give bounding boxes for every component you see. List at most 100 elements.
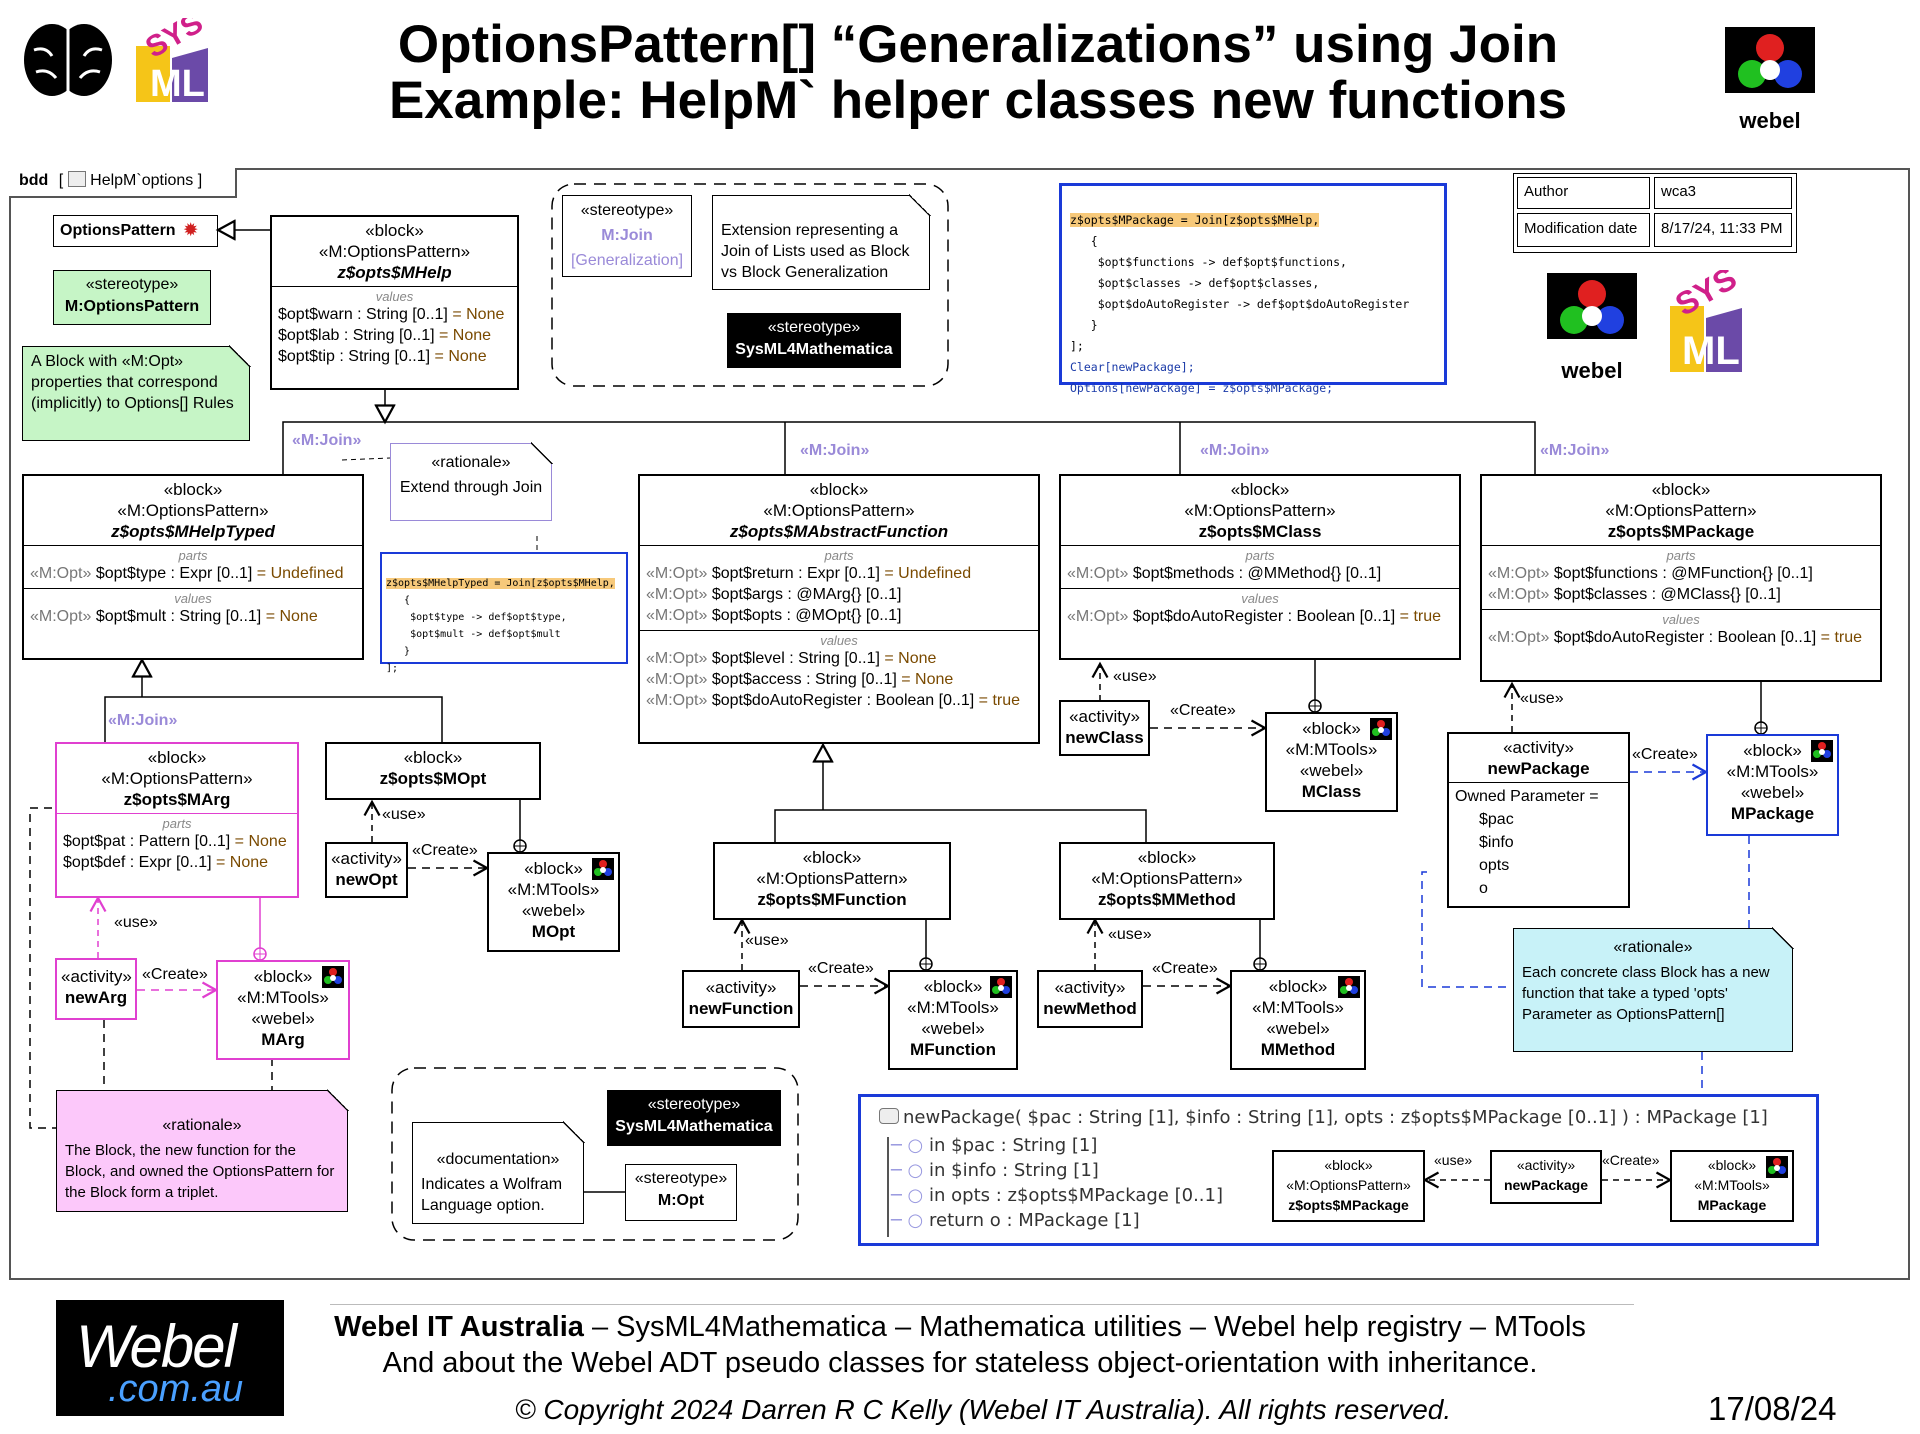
- prop-default: = None: [265, 608, 318, 625]
- signature-panel[interactable]: newPackage( $pac : String [1], $info : S…: [858, 1094, 1819, 1246]
- mini-activity-newpackage[interactable]: «activity»newPackage: [1490, 1150, 1602, 1204]
- block-mabstractfunction[interactable]: «block»«M:OptionsPattern»z$opts$MAbstrac…: [638, 474, 1040, 744]
- block-stereo2: «M:MTools»: [1694, 1177, 1770, 1193]
- stereotype-name: M:OptionsPattern: [64, 298, 200, 315]
- rationale-join[interactable]: «rationale» Extend through Join: [390, 442, 553, 521]
- block-mpackage[interactable]: «block»«M:OptionsPattern»z$opts$MPackage…: [1480, 474, 1882, 682]
- prop-name: $opt$doAutoRegister: [1132, 608, 1284, 625]
- block-stereo3: «webel»: [1740, 783, 1805, 802]
- activity-newmethod[interactable]: «activity»newMethod: [1037, 970, 1143, 1028]
- opt-kw: «M:Opt»: [646, 586, 712, 603]
- create-label: «Create»: [1170, 702, 1236, 719]
- code-line: }: [1070, 318, 1098, 332]
- opt-kw: «M:Opt»: [30, 608, 96, 625]
- code-line: z$opts$MHelpTyped = Join[z$opts$MHelp,: [386, 578, 615, 589]
- block-stereo2: «M:OptionsPattern»: [318, 242, 471, 261]
- mtools-mclass[interactable]: «block»«M:MTools»«webel»MClass: [1265, 712, 1398, 812]
- code-line: $opt$classes -> def$opt$classes,: [1070, 276, 1320, 290]
- legend-kw: «stereotype»: [767, 319, 861, 336]
- webel-com-logo[interactable]: Webel .com.au: [56, 1300, 284, 1416]
- footer-company: Webel IT Australia: [334, 1311, 584, 1343]
- optionspattern-node[interactable]: OptionsPattern ✹: [53, 215, 218, 247]
- prop-type: : Pattern [0..1]: [125, 833, 235, 850]
- mini-block-mpackage[interactable]: «block»«M:OptionsPattern»z$opts$MPackage: [1272, 1150, 1425, 1222]
- activity-newclass[interactable]: «activity»newClass: [1059, 700, 1150, 756]
- activity-newfunction[interactable]: «activity»newFunction: [682, 970, 800, 1028]
- block-mfunction[interactable]: «block»«M:OptionsPattern»z$opts$MFunctio…: [713, 842, 951, 920]
- value-row: «M:Opt» $opt$level : String [0..1] = Non…: [646, 648, 1032, 669]
- opt-kw: «M:Opt»: [1488, 565, 1554, 582]
- code-mhelptyped[interactable]: z$opts$MHelpTyped = Join[z$opts$MHelp, {…: [380, 552, 628, 674]
- optionspattern-label: OptionsPattern: [60, 222, 176, 239]
- block-name: z$opts$MOpt: [379, 769, 487, 788]
- note-block-opt[interactable]: A Block with «M:Opt» properties that cor…: [22, 345, 251, 441]
- block-stereo2: «M:OptionsPattern»: [1286, 1177, 1411, 1193]
- block-stereo: «block»: [809, 480, 869, 499]
- block-stereo2: «M:OptionsPattern»: [763, 501, 915, 520]
- mtools-mpackage[interactable]: «block»«M:MTools»«webel»MPackage: [1706, 734, 1839, 836]
- rationale-text: Extend through Join: [399, 479, 543, 496]
- stereotype-sysml4mathematica-2[interactable]: «stereotype» SysML4Mathematica: [607, 1090, 781, 1146]
- rationale-concrete[interactable]: «rationale» Each concrete class Block ha…: [1513, 927, 1794, 1052]
- stereotype-mjoin-legend[interactable]: «stereotype» M:Join [Generalization]: [562, 195, 692, 277]
- block-stereo: «block»: [253, 967, 313, 986]
- prop-default: = None: [884, 650, 937, 667]
- gear-icon: ✹: [184, 222, 198, 239]
- mtools-mmethod[interactable]: «block»«M:MTools»«webel»MMethod: [1230, 970, 1366, 1070]
- compartment-caption: parts: [1666, 548, 1696, 563]
- stereotype-moptionspattern[interactable]: «stereotype» M:OptionsPattern: [53, 270, 211, 325]
- block-name: z$opts$MHelp: [337, 263, 452, 282]
- block-stereo: «block»: [524, 859, 583, 878]
- block-mhelp[interactable]: «block»«M:OptionsPattern»z$opts$MHelp va…: [270, 215, 519, 390]
- block-mhelptyped[interactable]: «block»«M:OptionsPattern»z$opts$MHelpTyp…: [22, 474, 364, 660]
- code-mpackage[interactable]: z$opts$MPackage = Join[z$opts$MHelp, { $…: [1059, 183, 1447, 395]
- activity-newopt[interactable]: «activity» newOpt: [325, 842, 408, 898]
- documentation-note[interactable]: «documentation» Indicates a Wolfram Lang…: [412, 1121, 585, 1224]
- block-stereo: «block»: [923, 977, 983, 996]
- stereotype-mopt-legend[interactable]: «stereotype» M:Opt: [625, 1164, 737, 1221]
- prop-default: = None: [452, 306, 505, 323]
- prop-name: $opt$level: [711, 650, 785, 667]
- block-name: z$opts$MPackage: [1607, 522, 1755, 541]
- stereotype-sysml4mathematica[interactable]: «stereotype» SysML4Mathematica: [727, 313, 901, 368]
- prop-name: $opt$pat: [63, 833, 126, 850]
- mtools-mopt[interactable]: «block»«M:MTools»«webel»MOpt: [487, 852, 620, 952]
- activity-name: newFunction: [688, 999, 794, 1018]
- param-text: in $info : String [1]: [929, 1160, 1099, 1181]
- part-row: $opt$pat : Pattern [0..1] = None: [63, 831, 291, 852]
- activity-name: newOpt: [335, 870, 398, 889]
- rationale-triplet[interactable]: «rationale» The Block, the new function …: [56, 1089, 349, 1212]
- block-stereo2: «M:OptionsPattern»: [756, 869, 908, 888]
- block-mmethod[interactable]: «block»«M:OptionsPattern»z$opts$MMethod: [1059, 842, 1275, 920]
- block-stereo: «block»: [163, 480, 223, 499]
- activity-newarg[interactable]: «activity»newArg: [55, 958, 137, 1020]
- block-mclass[interactable]: «block»«M:OptionsPattern»z$opts$MClass p…: [1059, 474, 1461, 660]
- use-label: «use»: [1108, 926, 1152, 943]
- prop-type: : Expr [0..1]: [125, 854, 216, 871]
- mtools-mfunction[interactable]: «block»«M:MTools»«webel»MFunction: [888, 970, 1018, 1070]
- param-text: in $pac : String [1]: [929, 1135, 1098, 1156]
- block-stereo: «block»: [1324, 1157, 1373, 1173]
- block-stereo2: «M:OptionsPattern»: [101, 769, 253, 788]
- note-extension[interactable]: Extension representing a Join of Lists u…: [712, 194, 931, 290]
- mini-block-mtools[interactable]: «block»«M:MTools»MPackage: [1670, 1150, 1794, 1222]
- activity-newpackage[interactable]: «activity»newPackage Owned Parameter = $…: [1447, 732, 1630, 908]
- code-line: $opt$functions -> def$opt$functions,: [1070, 255, 1347, 269]
- prop-name: $opt$classes: [1553, 586, 1648, 603]
- meta-author-value: wca3: [1654, 177, 1792, 209]
- block-name: MPackage: [1730, 804, 1815, 823]
- webel-icon: [592, 858, 614, 880]
- opt-kw: «M:Opt»: [646, 692, 712, 709]
- block-stereo3: «webel»: [1299, 761, 1364, 780]
- svg-text:ML: ML: [150, 63, 205, 105]
- prop-name: $opt$tip: [278, 348, 335, 365]
- mtools-marg[interactable]: «block»«M:MTools»«webel»MArg: [216, 960, 350, 1060]
- block-mopt[interactable]: «block»z$opts$MOpt: [325, 742, 541, 800]
- webel-icon: [322, 966, 344, 988]
- footer-divider: [330, 1304, 1634, 1305]
- opt-kw: «M:Opt»: [646, 607, 712, 624]
- prop-name: $opt$lab: [278, 327, 340, 344]
- activity-kw: «activity»: [331, 849, 402, 868]
- block-marg[interactable]: «block»«M:OptionsPattern»z$opts$MArg par…: [55, 742, 299, 898]
